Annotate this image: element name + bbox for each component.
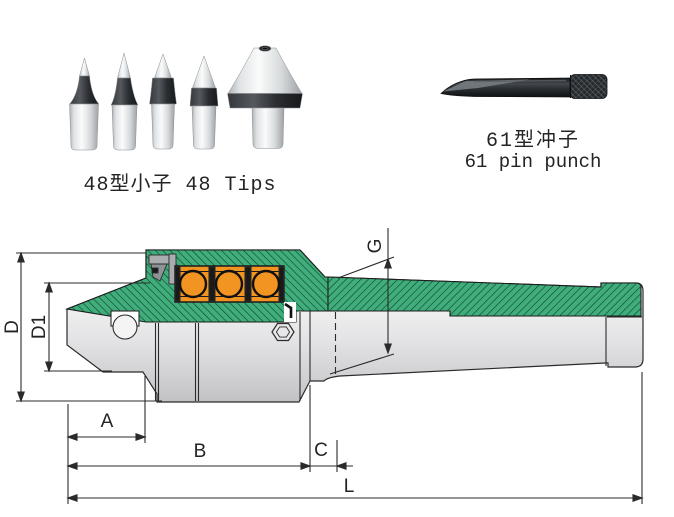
tips-photo [68, 45, 303, 151]
lock-ring [284, 302, 296, 322]
dimension-B [66, 385, 312, 472]
tip-1 [68, 57, 100, 151]
punch-caption: 61型冲子 61 pin punch [428, 131, 638, 173]
tip-4 [189, 55, 219, 150]
punch-knurl-grip [569, 74, 608, 99]
punch-caption-cn: 61型冲子 [485, 130, 580, 153]
punch-chisel-facet [443, 79, 530, 92]
dim-label-d1: D1 [29, 314, 50, 340]
dimension-L [66, 372, 644, 504]
center-hole [261, 46, 269, 51]
section-taper-sleeve [327, 276, 642, 317]
dim-label-l: L [343, 476, 355, 497]
tips-caption: 48型小子 48 Tips [60, 167, 300, 197]
set-screw-hex [271, 322, 295, 342]
bearing-ball-3 [251, 269, 281, 299]
tip-5-bullnose [227, 45, 303, 149]
dimension-D1 [44, 281, 150, 373]
bearing-ball-1 [178, 269, 208, 299]
punch-caption-en: 61 pin punch [464, 151, 602, 173]
dimension-D [16, 251, 162, 403]
dimension-G [329, 228, 395, 375]
dim-label-c: C [314, 440, 328, 461]
dim-label-a: A [100, 411, 114, 432]
tip-3 [149, 53, 177, 150]
dim-label-b: B [193, 441, 207, 462]
dimension-A [66, 376, 147, 504]
dim-label-d: D [2, 320, 23, 334]
joint-lines [154, 278, 642, 401]
tech-drawing [16, 228, 644, 504]
bearing-assembly [174, 265, 285, 303]
dimension-C [310, 440, 353, 472]
bearing-ball-2 [214, 269, 244, 299]
ball-hole [110, 310, 140, 340]
punch-photo [440, 74, 608, 99]
dim-label-g: G [365, 238, 386, 254]
tip-2 [110, 52, 139, 151]
tips-caption-en: 48 Tips [185, 174, 277, 197]
tips-caption-cn: 48型小子 [83, 174, 173, 197]
